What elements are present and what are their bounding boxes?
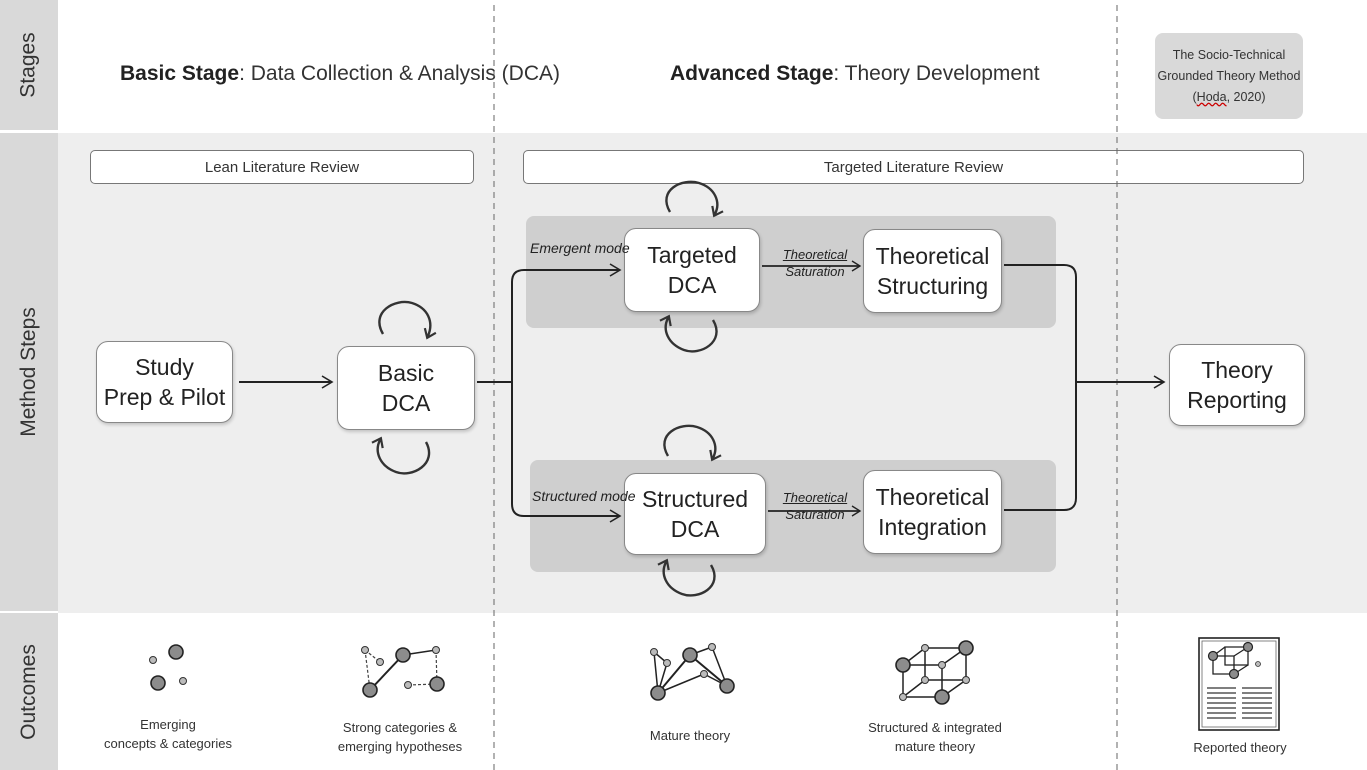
advanced-stage-desc: : Theory Development [833, 62, 1040, 85]
structured-theory-icon [895, 640, 974, 705]
reference-line-3: (Hoda, 2020) [1192, 89, 1266, 104]
cycle-arrow-structured-top [663, 424, 722, 462]
reported-theory-icon [1198, 637, 1280, 731]
targeted-literature-review: Targeted Literature Review [523, 150, 1304, 184]
cycle-arrow-basic-top [378, 300, 437, 340]
arrow-split-emergent [511, 263, 622, 382]
outcomes-band [58, 613, 1367, 770]
advanced-stage-heading: Advanced Stage: Theory Development [670, 62, 1040, 86]
cycle-arrow-structured-bottom [657, 558, 716, 597]
arrow-split-structured [511, 382, 622, 523]
basic-stage-bold: Basic Stage [120, 62, 240, 85]
outcome-strong-categories: Strong categories &emerging hypotheses [337, 720, 463, 754]
line-structuring-to-merge [1004, 264, 1077, 382]
emerging-concepts-icon [149, 644, 187, 691]
basic-stage-desc: : Data Collection & Analysis (DCA) [239, 62, 561, 85]
outcome-mature-theory: Mature theory [649, 728, 731, 743]
strong-categories-icon [361, 646, 445, 698]
row-label-stages: Stages [0, 0, 58, 130]
outcome-reported-theory: Reported theory [1193, 740, 1287, 755]
reference-line-2: Grounded Theory Method [1157, 68, 1301, 83]
mature-theory-icon [650, 643, 735, 701]
cycle-arrow-targeted-bottom [659, 314, 718, 353]
cycle-arrow-basic-bottom [371, 436, 431, 475]
row-label-outcomes: Outcomes [0, 613, 58, 770]
emergent-mode-label: Emergent mode [530, 240, 630, 256]
basic-stage-heading: Basic Stage: Data Collection & Analysis … [120, 62, 560, 86]
reference-author: Hoda [1196, 89, 1227, 104]
reference-box: The Socio-Technical Grounded Theory Meth… [1155, 33, 1303, 119]
row-label-method-steps: Method Steps [0, 133, 58, 611]
lean-literature-review: Lean Literature Review [90, 150, 474, 184]
reference-line-1: The Socio-Technical [1172, 47, 1286, 62]
cycle-arrow-targeted-top [665, 180, 724, 218]
structured-mode-label: Structured mode [532, 488, 636, 504]
line-integration-to-merge [1004, 382, 1077, 511]
advanced-stage-bold: Advanced Stage [670, 62, 834, 85]
